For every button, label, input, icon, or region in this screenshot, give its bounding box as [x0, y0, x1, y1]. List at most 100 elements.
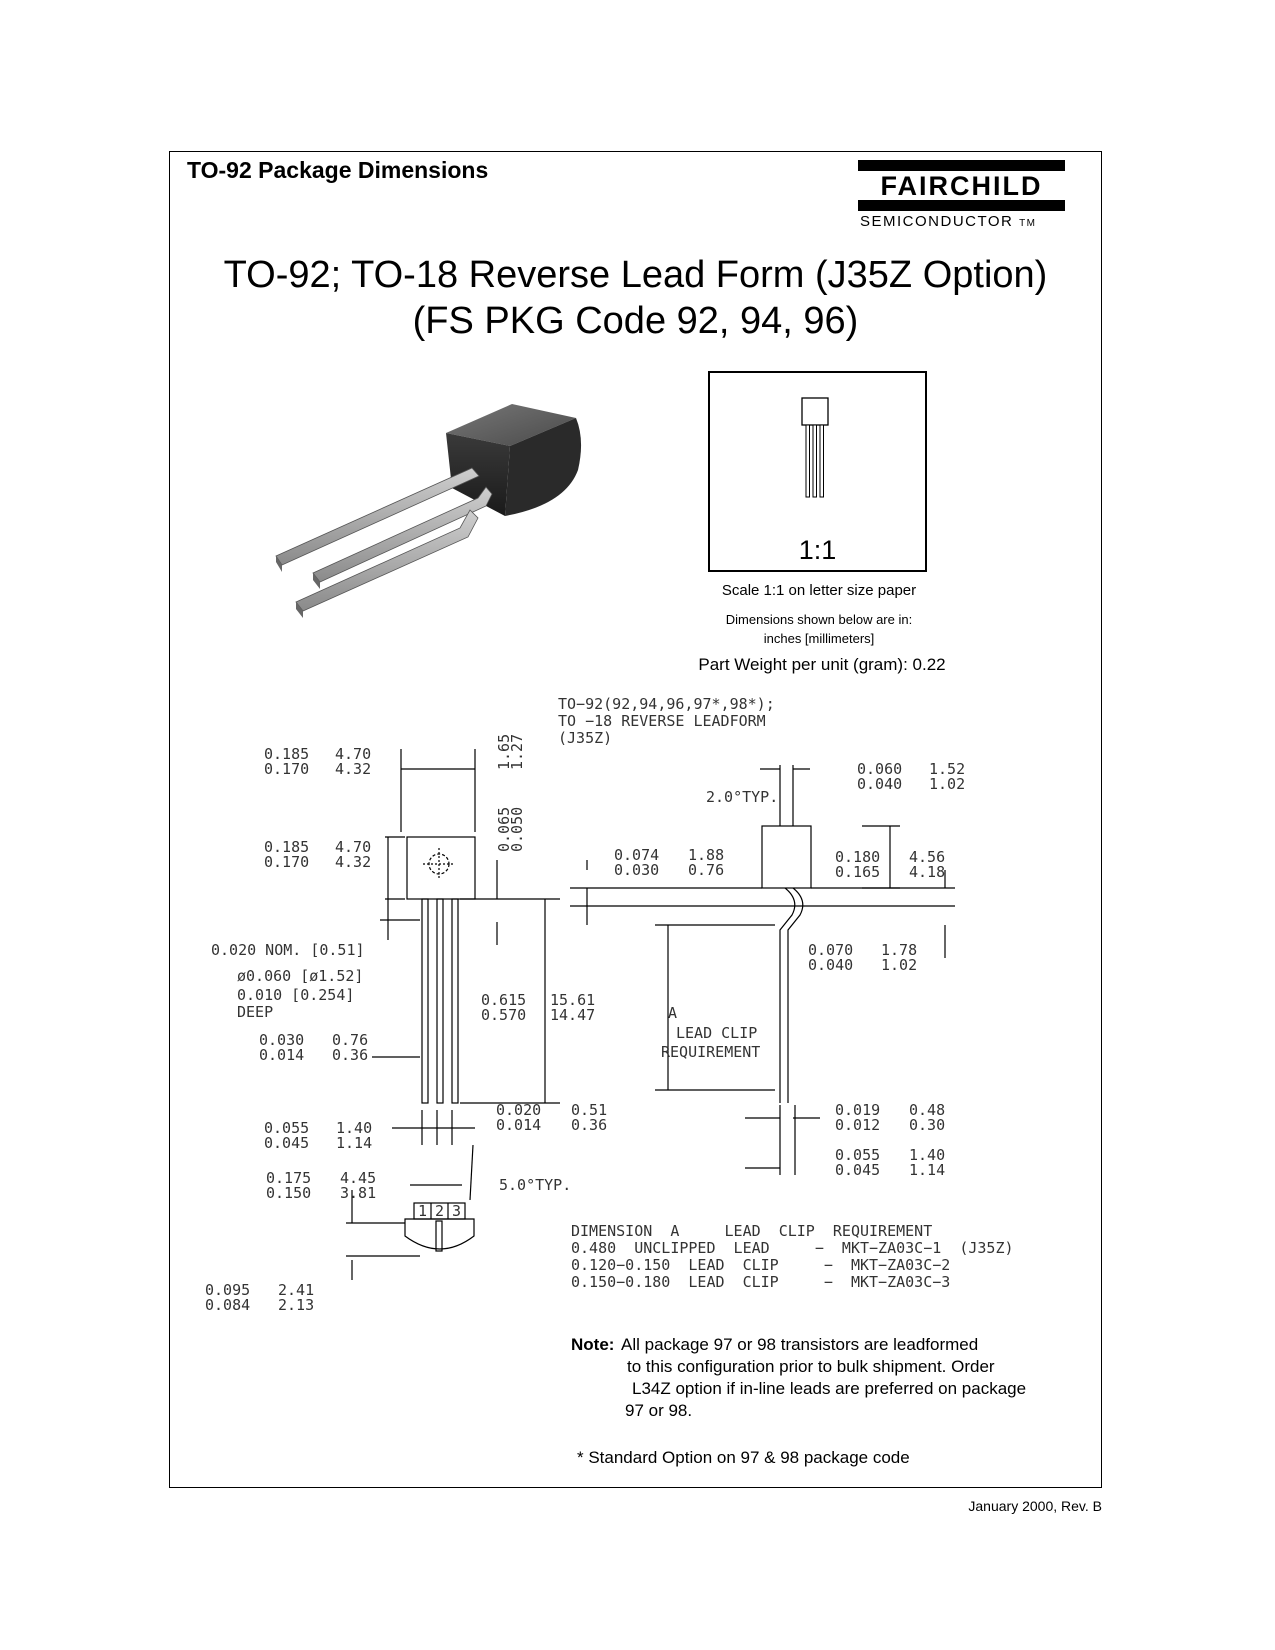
clip-table-row-1: 0.480 UNCLIPPED LEAD − MKT−ZA03C−1 (J35Z…	[571, 1239, 1014, 1257]
dim-hole-2: 0.010 [0.254]	[237, 986, 354, 1004]
main-subtitle: (FS PKG Code 92, 94, 96)	[412, 300, 859, 342]
scale-box: 1:1	[708, 371, 927, 572]
dim-width-in-min: 0.170	[264, 760, 309, 778]
dim-pitch-mm-max: 1.40	[336, 1119, 372, 1137]
dim-bot-mm-max: 2.41	[278, 1281, 314, 1299]
side-top-in-max: 0.060	[857, 760, 902, 778]
dim-len-in-min: 0.570	[481, 1006, 526, 1024]
fairchild-logo: FAIRCHILD SEMICONDUCTOR TM	[858, 160, 1073, 232]
dim-pitch-mm-min: 1.14	[336, 1134, 372, 1152]
side-body-in-max: 0.180	[835, 848, 880, 866]
dim-lw-in-min: 0.014	[259, 1046, 304, 1064]
units-line-2: inches [millimeters]	[763, 631, 875, 646]
dim-angle-2: 2.0°TYP.	[706, 788, 778, 806]
dim-pitch-in-max: 0.055	[264, 1119, 309, 1137]
dim-width-mm-max: 4.70	[335, 745, 371, 763]
logo-bar-bottom	[858, 200, 1065, 211]
dim-top-in-min: 0.050	[508, 807, 526, 852]
side-lt-in-min: 0.012	[835, 1116, 880, 1134]
side-bend-mm-min: 1.02	[881, 956, 917, 974]
side-view-outline	[570, 765, 955, 1175]
dim-lt-in-max: 0.020	[496, 1101, 541, 1119]
side-off-in-max: 0.074	[614, 846, 659, 864]
dim-bot-in-max: 0.095	[205, 1281, 250, 1299]
dim-body-in-max: 0.185	[264, 838, 309, 856]
side-body-in-min: 0.165	[835, 863, 880, 881]
dim-width-in-max: 0.185	[264, 745, 309, 763]
side-lt-in-max: 0.019	[835, 1101, 880, 1119]
pin-3: 3	[452, 1202, 461, 1220]
dim-lw-mm-max: 0.76	[332, 1031, 368, 1049]
side-top-mm-min: 1.02	[929, 775, 965, 793]
dim-top-mm-max: 1.65	[495, 734, 513, 770]
side-lt-mm-max: 0.48	[909, 1101, 945, 1119]
front-view-outline	[346, 749, 560, 1280]
dim-span-in-max: 0.175	[266, 1169, 311, 1187]
logo-subtitle: SEMICONDUCTOR TM	[860, 213, 1037, 230]
dim-hole-3: DEEP	[237, 1003, 273, 1021]
side-top-in-min: 0.040	[857, 775, 902, 793]
clip-table-row-3: 0.150−0.180 LEAD CLIP − MKT−ZA03C−3	[571, 1273, 950, 1291]
dim-len-mm-min: 14.47	[550, 1006, 595, 1024]
side-body-mm-max: 4.56	[909, 848, 945, 866]
note-line-3: L34Z option if in-line leads are preferr…	[632, 1379, 1027, 1398]
clip-a: A	[668, 1004, 677, 1022]
logo-wordmark: FAIRCHILD	[880, 171, 1043, 201]
dim-hole-1: ø0.060 [ø1.52]	[237, 967, 363, 985]
clip-table-header: DIMENSION A LEAD CLIP REQUIREMENT	[571, 1222, 932, 1240]
dim-span-in-min: 0.150	[266, 1184, 311, 1202]
side-off-in-min: 0.030	[614, 861, 659, 879]
pin-2: 2	[435, 1202, 444, 1220]
dim-top-mm-min: 1.27	[508, 734, 526, 770]
side-pitch-mm-min: 1.14	[909, 1161, 945, 1179]
dim-body-in-min: 0.170	[264, 853, 309, 871]
side-pitch-in-min: 0.045	[835, 1161, 880, 1179]
clip-requirement: REQUIREMENT	[661, 1043, 760, 1061]
dim-angle-5: 5.0°TYP.	[499, 1176, 571, 1194]
dim-bot-mm-min: 2.13	[278, 1296, 314, 1314]
dim-body-mm-min: 4.32	[335, 853, 371, 871]
pkg-title-2: TO −18 REVERSE LEADFORM	[558, 712, 766, 730]
dim-len-in-max: 0.615	[481, 991, 526, 1009]
note-label: Note:	[571, 1335, 615, 1354]
dim-bot-in-min: 0.084	[205, 1296, 250, 1314]
dim-pitch-in-min: 0.045	[264, 1134, 309, 1152]
dim-width-mm-min: 4.32	[335, 760, 371, 778]
scale-caption: Scale 1:1 on letter size paper	[721, 582, 917, 599]
side-off-mm-min: 0.76	[688, 861, 724, 879]
side-body-mm-min: 4.18	[909, 863, 945, 881]
side-pitch-mm-max: 1.40	[909, 1146, 945, 1164]
pkg-title-3: (J35Z)	[558, 729, 612, 747]
part-weight: Part Weight per unit (gram): 0.22	[698, 655, 946, 674]
footnote: * Standard Option on 97 & 98 package cod…	[577, 1448, 910, 1467]
dim-body-mm-max: 4.70	[335, 838, 371, 856]
dim-top-in-max: 0.065	[495, 807, 513, 852]
dim-span-mm-min: 3.81	[340, 1184, 376, 1202]
dim-lt-mm-max: 0.51	[571, 1101, 607, 1119]
clip-table-row-2: 0.120−0.150 LEAD CLIP − MKT−ZA03C−2	[571, 1256, 950, 1274]
dim-nominal: 0.020 NOM. [0.51]	[211, 941, 365, 959]
side-top-mm-max: 1.52	[929, 760, 965, 778]
units-note: Dimensions shown below are in: inches [m…	[690, 610, 948, 648]
note-line-2: to this configuration prior to bulk ship…	[627, 1357, 995, 1376]
units-line-1: Dimensions shown below are in:	[725, 612, 913, 627]
side-pitch-in-max: 0.055	[835, 1146, 880, 1164]
dim-lt-in-min: 0.014	[496, 1116, 541, 1134]
note-line-4: 97 or 98.	[625, 1401, 693, 1420]
pin-1: 1	[418, 1202, 427, 1220]
dim-lw-mm-min: 0.36	[332, 1046, 368, 1064]
dim-span-mm-max: 4.45	[340, 1169, 376, 1187]
logo-bar-top	[858, 160, 1065, 171]
side-lt-mm-min: 0.30	[909, 1116, 945, 1134]
section-title: TO-92 Package Dimensions	[187, 157, 489, 183]
footer-date: January 2000, Rev. B	[968, 1498, 1102, 1514]
scale-transistor-icon	[801, 397, 829, 498]
note-line-1: All package 97 or 98 transistors are lea…	[621, 1335, 979, 1354]
clip-label: LEAD CLIP	[676, 1024, 757, 1042]
dim-len-mm-max: 15.61	[550, 991, 595, 1009]
page-frame	[169, 151, 1102, 1488]
side-bend-in-min: 0.040	[808, 956, 853, 974]
scale-label: 1:1	[798, 535, 837, 565]
side-bend-in-max: 0.070	[808, 941, 853, 959]
